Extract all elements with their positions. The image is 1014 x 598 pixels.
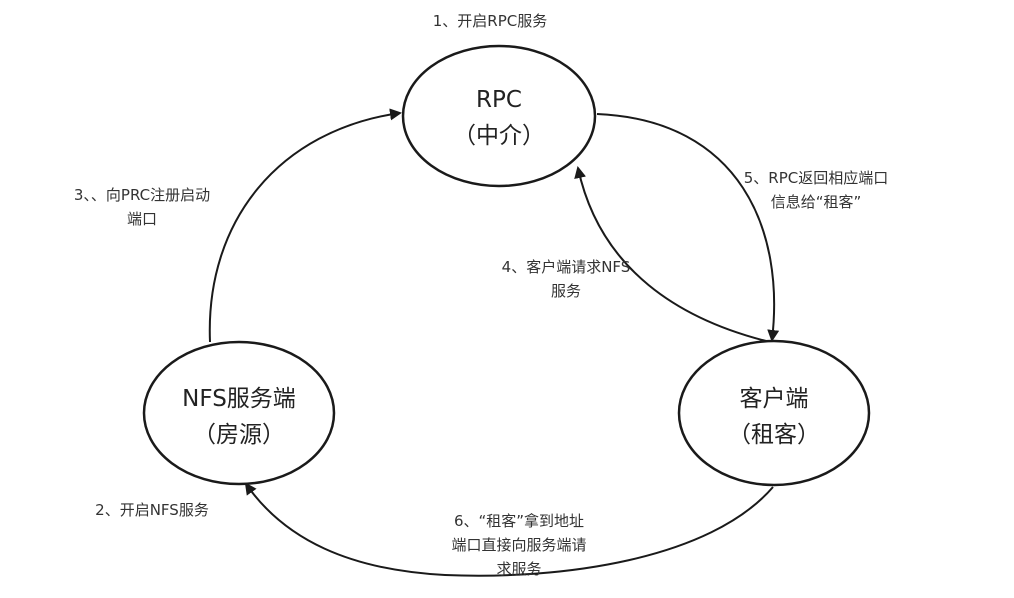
- node-client-subtitle: （租客）: [728, 422, 820, 448]
- edge-label-step6: 6、“租客”拿到地址 端口直接向服务端请 求服务: [451, 512, 586, 578]
- node-rpc: RPC （中介）: [401, 44, 597, 188]
- node-rpc-subtitle: （中介）: [453, 123, 545, 149]
- node-client-title: 客户端: [740, 386, 809, 412]
- edge-label-step6-line2: 端口直接向服务端请: [451, 536, 586, 554]
- edge-label-step6-line3: 求服务: [496, 560, 541, 578]
- node-nfs-server-shape: [142, 340, 336, 486]
- node-nfs-server-subtitle: （房源）: [193, 422, 285, 448]
- edge-label-step3-line2: 端口: [127, 210, 157, 228]
- edge-label-step5-line2: 信息给“租客”: [771, 193, 862, 211]
- edge-client-to-nfs: [244, 482, 774, 577]
- edge-client-to-rpc: [574, 166, 771, 343]
- edge-label-step4-line1: 4、客户端请求NFS: [502, 258, 631, 276]
- edge-label-step5-line1: 5、RPC返回相应端口: [744, 169, 889, 187]
- edge-label-step4: 4、客户端请求NFS 服务: [502, 258, 631, 300]
- edge-label-step3-line1: 3、、向PRC注册启动: [74, 186, 210, 204]
- node-client-shape: [677, 339, 871, 487]
- node-client: 客户端 （租客）: [677, 339, 871, 487]
- edge-nfs-to-rpc: [208, 108, 402, 343]
- edge-label-step1: 1、开启RPC服务: [433, 12, 548, 30]
- edge-rpc-to-client: [596, 113, 780, 342]
- edge-label-step5: 5、RPC返回相应端口 信息给“租客”: [744, 169, 889, 211]
- edge-label-step4-line2: 服务: [551, 282, 581, 300]
- node-rpc-shape: [401, 44, 597, 188]
- node-nfs-server-title: NFS服务端: [182, 386, 296, 412]
- edge-label-step6-line1: 6、“租客”拿到地址: [454, 512, 584, 530]
- edge-label-step2-line1: 2、开启NFS服务: [95, 501, 209, 519]
- edge-label-step1-line1: 1、开启RPC服务: [433, 12, 548, 30]
- node-rpc-title: RPC: [476, 87, 522, 113]
- node-nfs-server: NFS服务端 （房源）: [142, 340, 336, 486]
- edge-label-step3: 3、、向PRC注册启动 端口: [74, 186, 210, 228]
- edge-label-step2: 2、开启NFS服务: [95, 501, 209, 519]
